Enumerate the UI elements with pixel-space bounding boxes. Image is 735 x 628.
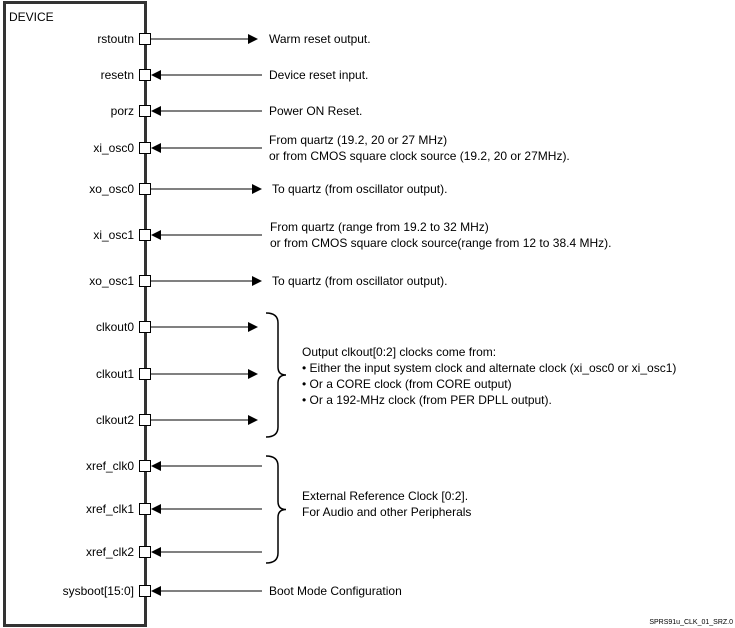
group-description: External Reference Clock [0:2]. xyxy=(302,489,468,503)
pin-square xyxy=(139,460,151,472)
arrow-right-icon xyxy=(248,34,258,44)
arrow-right-icon xyxy=(248,369,258,379)
pin-label: xo_osc1 xyxy=(89,274,134,288)
pin-xi_osc0: xi_osc0 From quartz (19.2, 20 or 27 MHz) o… xyxy=(93,133,569,163)
pin-square xyxy=(139,503,151,515)
pin-square xyxy=(139,546,151,558)
pin-description: Boot Mode Configuration xyxy=(269,584,402,598)
pin-description: From quartz (range from 19.2 to 32 MHz) xyxy=(270,220,489,234)
pin-square xyxy=(139,585,151,597)
pin-square xyxy=(139,105,151,117)
arrow-right-icon xyxy=(248,415,258,425)
pin-description: Device reset input. xyxy=(269,68,368,82)
group-description: • Or a 192-MHz clock (from PER DPLL outp… xyxy=(302,393,552,407)
group-description: Output clkout[0:2] clocks come from: xyxy=(302,345,496,359)
group-description: • Or a CORE clock (from CORE output) xyxy=(302,377,512,391)
pin-resetn: resetn Device reset input. xyxy=(101,68,369,82)
arrow-left-icon xyxy=(151,143,161,153)
pin-square xyxy=(139,69,151,81)
pin-label: porz xyxy=(111,104,134,118)
pin-label: xref_clk0 xyxy=(86,459,134,473)
arrow-right-icon xyxy=(252,276,262,286)
pin-description: To quartz (from oscillator output). xyxy=(272,182,447,196)
pin-square xyxy=(139,229,151,241)
arrow-left-icon xyxy=(151,230,161,240)
xref-group: External Reference Clock [0:2]. For Audio… xyxy=(265,455,471,564)
pin-label: clkout0 xyxy=(96,320,134,334)
pin-xref_clk1: xref_clk1 xyxy=(86,502,262,516)
pin-xo_osc1: xo_osc1 To quartz (from oscillator output… xyxy=(89,274,447,288)
device-box xyxy=(3,1,147,627)
pin-xo_osc0: xo_osc0 To quartz (from oscillator output… xyxy=(89,182,447,196)
arrow-left-icon xyxy=(151,70,161,80)
arrow-left-icon xyxy=(151,547,161,557)
pin-description: or from CMOS square clock source(range f… xyxy=(270,236,611,250)
device-label: DEVICE xyxy=(9,10,54,24)
pin-label: clkout1 xyxy=(96,367,134,381)
pin-label: xi_osc1 xyxy=(93,228,134,242)
brace-icon xyxy=(265,455,287,564)
pin-clkout1: clkout1 xyxy=(96,367,258,381)
group-description: For Audio and other Peripherals xyxy=(302,505,471,519)
pin-square xyxy=(139,33,151,45)
pin-xref_clk0: xref_clk0 xyxy=(86,459,262,473)
pin-clkout2: clkout2 xyxy=(96,413,258,427)
arrow-left-icon xyxy=(151,586,161,596)
figure-id: SPRS91u_CLK_01_SRZ.0 xyxy=(649,619,733,626)
arrow-left-icon xyxy=(151,461,161,471)
pin-rstoutn: rstoutn Warm reset output. xyxy=(97,32,370,46)
brace-icon xyxy=(265,312,287,438)
pin-square xyxy=(139,183,151,195)
arrow-right-icon xyxy=(248,322,258,332)
pin-description: To quartz (from oscillator output). xyxy=(272,274,447,288)
pin-label: xref_clk2 xyxy=(86,545,134,559)
pin-label: resetn xyxy=(101,68,134,82)
pin-description: From quartz (19.2, 20 or 27 MHz) xyxy=(269,133,447,147)
pin-sysboot150: sysboot[15:0] Boot Mode Configuration xyxy=(63,584,402,598)
pin-description: or from CMOS square clock source (19.2, … xyxy=(269,149,570,163)
pin-square xyxy=(139,414,151,426)
pin-label: xo_osc0 xyxy=(89,182,134,196)
arrow-right-icon xyxy=(252,184,262,194)
clkout-group: Output clkout[0:2] clocks come from: • Ei… xyxy=(265,312,676,438)
arrow-left-icon xyxy=(151,504,161,514)
pin-description: Power ON Reset. xyxy=(269,104,362,118)
pin-xi_osc1: xi_osc1 From quartz (range from 19.2 to 3… xyxy=(93,220,611,250)
pin-label: xi_osc0 xyxy=(93,141,134,155)
pin-square xyxy=(139,275,151,287)
pin-label: xref_clk1 xyxy=(86,502,134,516)
pin-xref_clk2: xref_clk2 xyxy=(86,545,262,559)
pin-porz: porz Power ON Reset. xyxy=(111,104,363,118)
arrow-left-icon xyxy=(151,106,161,116)
pin-square xyxy=(139,142,151,154)
pin-square xyxy=(139,321,151,333)
group-description: • Either the input system clock and alte… xyxy=(302,361,676,375)
pin-label: rstoutn xyxy=(97,32,134,46)
pin-label: clkout2 xyxy=(96,413,134,427)
pin-clkout0: clkout0 xyxy=(96,320,258,334)
pin-description: Warm reset output. xyxy=(269,32,371,46)
pin-label: sysboot[15:0] xyxy=(63,584,134,598)
pin-square xyxy=(139,368,151,380)
